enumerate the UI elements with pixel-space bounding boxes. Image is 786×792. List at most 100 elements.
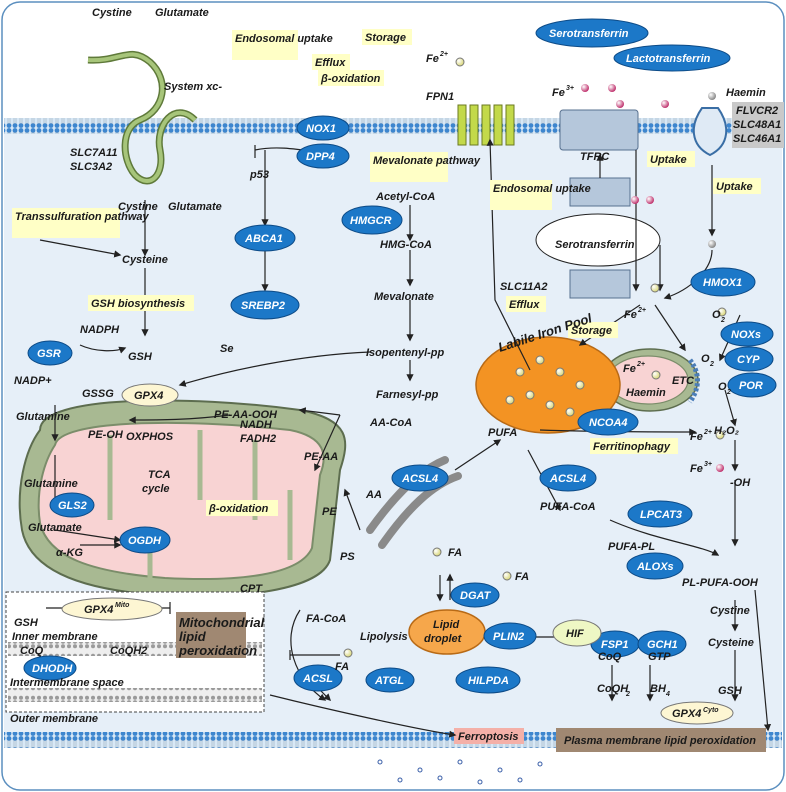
atgl-label: ATGL <box>374 675 404 687</box>
hmgcr-label: HMGCR <box>350 215 392 227</box>
oh-label: -OH <box>730 477 751 489</box>
lipolysis-label: Lipolysis <box>360 631 408 643</box>
o2-minus-label: O <box>718 381 727 393</box>
cysteine-label: Cysteine <box>122 254 168 266</box>
fpn1-transporter <box>457 104 515 146</box>
pe-label: PE <box>322 506 337 518</box>
etc-label: ETC <box>672 375 695 387</box>
gsh-label: GSH <box>128 351 153 363</box>
dpp4-label: DPP4 <box>306 151 335 163</box>
text-labels: Cystine Glutamate System xc- SLC7A11 SLC… <box>10 7 784 747</box>
o2-2-sub: 2 <box>709 361 714 368</box>
haemin-top-label: Haemin <box>726 87 766 99</box>
gtp-label: GTP <box>648 651 671 663</box>
gpx4-mito-label: GPX4 <box>84 604 113 616</box>
fe2-mid-sup: 2+ <box>637 307 646 314</box>
hmg-coa-label: HMG-CoA <box>380 239 432 251</box>
por-label: POR <box>739 380 763 392</box>
slc3a2-label: SLC3A2 <box>70 161 112 173</box>
glutamine-2: Glutamine <box>24 478 78 490</box>
ncoa4-label: NCOA4 <box>589 417 628 429</box>
pufa-pl-label: PUFA-PL <box>608 541 655 553</box>
fa-1: FA <box>448 547 462 559</box>
serotransferrin-top-label: Serotransferrin <box>549 28 629 40</box>
se-label: Se <box>220 343 233 355</box>
outer-membrane-label: Outer membrane <box>10 713 98 725</box>
hmox1-label: HMOX1 <box>703 277 742 289</box>
o2-1-label: O <box>712 309 721 321</box>
fe2-mid-label: Fe <box>624 309 637 321</box>
cpt-label: CPT <box>240 583 263 595</box>
pe-aa-label: PE-AA <box>304 451 338 463</box>
released-molecules <box>377 759 543 785</box>
o2-1-sub: 2 <box>720 317 725 324</box>
ferroptosis-box <box>454 728 524 744</box>
bh4-sub: 4 <box>665 691 670 698</box>
glutamine-1: Glutamine <box>16 411 70 423</box>
coqh2-r-label: CoQH <box>597 683 629 695</box>
acetyl-coa-label: Acetyl-CoA <box>375 191 435 203</box>
glutamate-top: Glutamate <box>155 7 209 19</box>
aa-coa-label: AA-CoA <box>369 417 412 429</box>
gpx4-mito-sup: Mito <box>115 602 130 609</box>
tfrc-receptor <box>535 109 661 299</box>
srebp2-label: SREBP2 <box>241 300 285 312</box>
tca-label: TCA <box>148 469 171 481</box>
plasma-lipid-peroxidation-box <box>556 728 766 752</box>
acsl4-pufa-label: ACSL4 <box>549 473 586 485</box>
transsulfuration-label: Transsulfuration pathway <box>15 211 150 223</box>
gssg-label: GSSG <box>82 388 114 400</box>
inset-outer-membrane <box>8 688 262 702</box>
coq-r-label: CoQ <box>598 651 622 663</box>
fadh2-label: FADH2 <box>240 433 276 445</box>
coqh2-mito-label: CoQH2 <box>110 645 147 657</box>
nadp-label: NADP+ <box>14 375 52 387</box>
fe2-low-sup: 2+ <box>703 429 712 436</box>
fsp1-label: FSP1 <box>601 639 629 651</box>
lipid-droplet <box>408 609 486 655</box>
aa-label: AA <box>365 489 382 501</box>
ferroptosis-label: Ferroptosis <box>458 731 519 743</box>
fa-3: FA <box>335 661 349 673</box>
gpx4-cyto-sup: Cyto <box>703 707 719 714</box>
haemin-transporter <box>692 107 728 157</box>
lipid-label: Lipid <box>433 619 460 631</box>
fpn1-label: FPN1 <box>426 91 454 103</box>
beta-oxidation-top-label: β-oxidation <box>320 73 381 85</box>
acsl-label: ACSL <box>302 673 333 685</box>
gls2-label: GLS2 <box>58 500 87 512</box>
efflux-mid-label: Efflux <box>509 299 540 311</box>
storage-mid-label: Storage <box>571 325 612 337</box>
fe3-top-sup: 3+ <box>566 85 574 92</box>
lpcat3-label: LPCAT3 <box>640 509 682 521</box>
endosomal-uptake-mid-label: Endosomal uptake <box>493 183 591 195</box>
cycle-label: cycle <box>142 483 170 495</box>
slc11a2-label: SLC11A2 <box>500 281 547 293</box>
top-plasma-membrane <box>4 118 782 134</box>
fe2-mito-label: Fe <box>623 363 636 375</box>
ogdh-label: OGDH <box>128 535 162 547</box>
slc46a1-label: SLC46A1 <box>733 133 781 145</box>
plasma-lipid-label: Plasma membrane lipid peroxidation <box>564 735 756 747</box>
abca1-label: ABCA1 <box>244 233 283 245</box>
glutamate-mito: Glutamate <box>28 522 82 534</box>
beta-oxidation-mito-label: β-oxidation <box>208 503 269 515</box>
uptake-1-label: Uptake <box>650 154 687 166</box>
dgat-label: DGAT <box>460 590 492 602</box>
lactotransferrin-label: Lactotransferrin <box>626 53 711 65</box>
fe2-low-label: Fe <box>690 431 703 443</box>
coqh2-r-sub: 2 <box>625 691 630 698</box>
nox1-label: NOX1 <box>306 123 336 135</box>
gpx4-label: GPX4 <box>134 390 163 402</box>
hif-label: HIF <box>566 628 584 640</box>
iron-dots <box>343 57 727 658</box>
h2o2-label: H₂O₂ <box>714 425 739 437</box>
serotransferrin-mid-label: Serotransferrin <box>555 239 635 251</box>
system-xc-label: System xc- <box>164 81 222 93</box>
fa-coa-label: FA-CoA <box>306 613 346 625</box>
cyp-label: CYP <box>737 354 760 366</box>
labile-iron-pool <box>475 336 621 434</box>
